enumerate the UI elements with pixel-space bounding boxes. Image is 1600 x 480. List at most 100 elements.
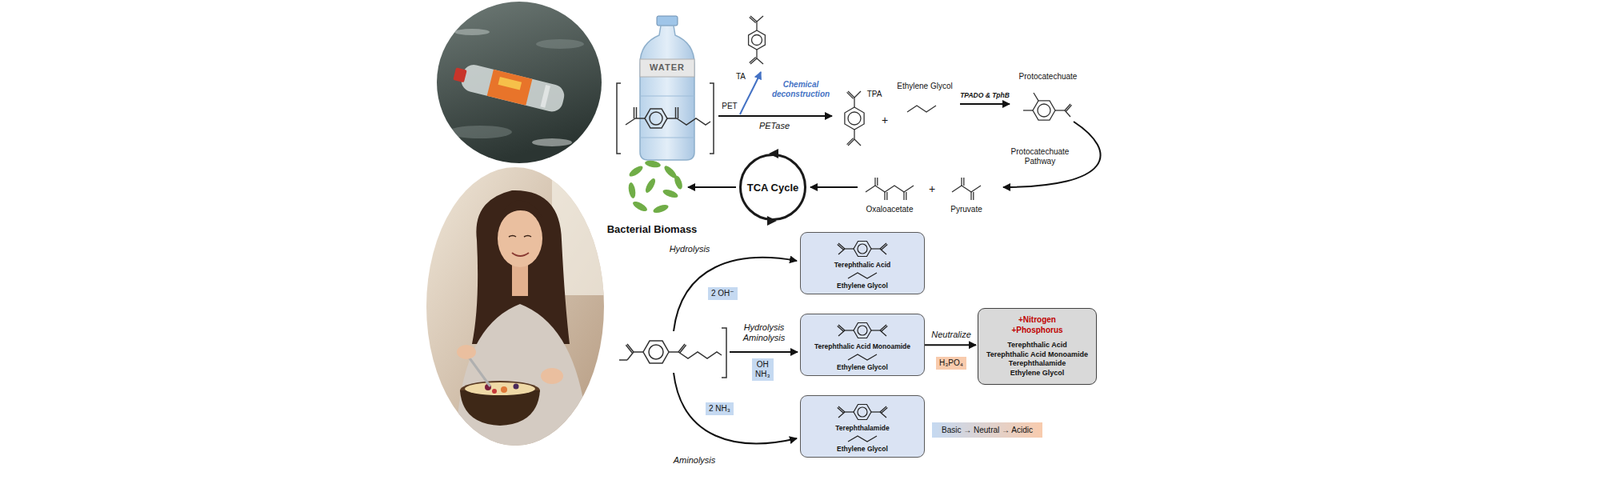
bacteria-cluster xyxy=(627,181,636,199)
compound-name: TA xyxy=(736,72,746,82)
reaction-label: Aminolysis xyxy=(673,455,716,466)
meal-photo xyxy=(456,304,589,448)
product-box: +Nitrogen+PhosphorusTerephthalic AcidTer… xyxy=(977,308,1097,385)
ring-line xyxy=(853,323,872,339)
product-box: TerephthalamideEthylene Glycol xyxy=(800,395,925,458)
meal-photo xyxy=(492,388,497,394)
compound-name: Pyruvate xyxy=(950,204,982,215)
node-text: H₃PO₄ xyxy=(939,358,964,368)
reaction-arrow xyxy=(718,115,832,117)
oxaloacetate-structure xyxy=(884,192,885,200)
molecule-structure xyxy=(818,237,907,260)
bond-line xyxy=(844,248,854,249)
tpa-structure xyxy=(854,91,861,98)
tpa-structure xyxy=(844,107,864,130)
water-bottle-icon xyxy=(640,137,695,139)
pyruvate-structure xyxy=(972,192,974,200)
ta-structure xyxy=(749,57,756,64)
bottle-photo xyxy=(436,0,602,165)
pet-structure xyxy=(625,344,632,353)
protocatechuate-structure xyxy=(1055,109,1065,111)
bottle-photo xyxy=(540,84,551,108)
enzyme-label: PETase xyxy=(759,120,790,132)
node-text: Ethylene Glycol xyxy=(986,368,1088,379)
protocatechuate-structure xyxy=(1066,104,1072,112)
meal-photo xyxy=(426,167,608,448)
reaction-arrow xyxy=(673,257,798,444)
bond-line xyxy=(880,244,888,251)
oxaloacetate-structure xyxy=(905,192,907,200)
bond-line xyxy=(838,330,845,336)
pet-structure xyxy=(625,118,636,125)
tpa-structure xyxy=(847,92,854,99)
water-bottle-icon xyxy=(640,96,695,97)
pet-structure xyxy=(619,359,628,361)
plus-sign: + xyxy=(928,182,936,196)
water-bottle-icon xyxy=(640,25,695,160)
meal-photo xyxy=(456,344,476,360)
bacteria-cluster xyxy=(628,164,645,179)
ring-line xyxy=(857,244,868,254)
bottle-photo xyxy=(452,67,467,83)
bond-line xyxy=(871,411,880,412)
bond-line xyxy=(880,408,888,414)
bacteria-cluster xyxy=(631,200,648,214)
node-text: +Nitrogen xyxy=(986,314,1088,325)
node-text: Terephthalic Acid xyxy=(834,260,891,269)
ta-structure xyxy=(752,35,763,46)
meal-photo xyxy=(468,356,490,386)
protocatechuate-structure xyxy=(1023,109,1033,111)
meal-photo xyxy=(460,390,540,426)
protocatechuate-structure xyxy=(1064,110,1071,117)
pet-structure xyxy=(676,118,711,125)
oxaloacetate-structure xyxy=(865,185,914,192)
meal-photo xyxy=(499,200,543,226)
bond-line xyxy=(838,412,845,418)
process-label: Chemical deconstruction xyxy=(766,80,836,100)
pet-structure xyxy=(721,328,727,378)
molecule-structure xyxy=(838,269,887,281)
bond-line xyxy=(880,330,887,336)
ta-structure xyxy=(748,30,766,50)
reagent-tag: 2 NH₃ xyxy=(705,402,734,416)
reagent-tag: H₃PO₄ xyxy=(936,356,967,370)
tpa-structure xyxy=(844,91,864,146)
reagent-tag: 2 OH⁻ xyxy=(708,287,738,300)
pet-structure xyxy=(636,107,638,119)
ring-line xyxy=(857,325,868,336)
bacteria-cluster xyxy=(644,176,658,194)
pet-structure xyxy=(709,83,714,154)
meal-photo xyxy=(500,386,508,393)
ring-line xyxy=(853,241,872,257)
pet-structure xyxy=(616,83,621,154)
node-text: Ethylene Glycol xyxy=(836,363,888,372)
compound-name: Ethylene Glycol xyxy=(896,81,952,92)
pet-structure xyxy=(644,108,668,128)
meal-photo xyxy=(540,368,564,384)
ta-structure xyxy=(756,21,757,31)
pyruvate-structure xyxy=(952,177,981,200)
pet-structure xyxy=(633,351,644,353)
pet-structure xyxy=(643,340,669,364)
node-text: +Phosphorus xyxy=(986,324,1088,336)
reaction-arrow xyxy=(673,257,797,332)
node-text: Ethylene Glycol xyxy=(836,444,888,453)
ethylene-glycol-structure xyxy=(907,105,936,112)
reaction-arrow xyxy=(688,104,1101,188)
pet-structure xyxy=(627,352,634,360)
bond-line xyxy=(844,329,854,331)
molecule-structure xyxy=(818,319,907,342)
node-text: Terephthalic Acid Monoamide xyxy=(986,350,1088,360)
pet-structure xyxy=(675,107,677,119)
pyruvate-structure xyxy=(960,177,962,186)
protocatechuate-structure xyxy=(1032,100,1056,120)
node-text: Basic → Neutral → Acidic xyxy=(941,424,1033,436)
bond-line xyxy=(848,272,877,279)
reagent-tag: OH NH₃ xyxy=(752,358,774,381)
bottle-photo xyxy=(451,60,567,115)
node-text: Terephthalic Acid xyxy=(986,340,1088,351)
tpa-structure xyxy=(853,97,855,108)
node-text: Terephthalic Acid Monoamide xyxy=(814,342,911,351)
pet-structure xyxy=(619,328,727,378)
